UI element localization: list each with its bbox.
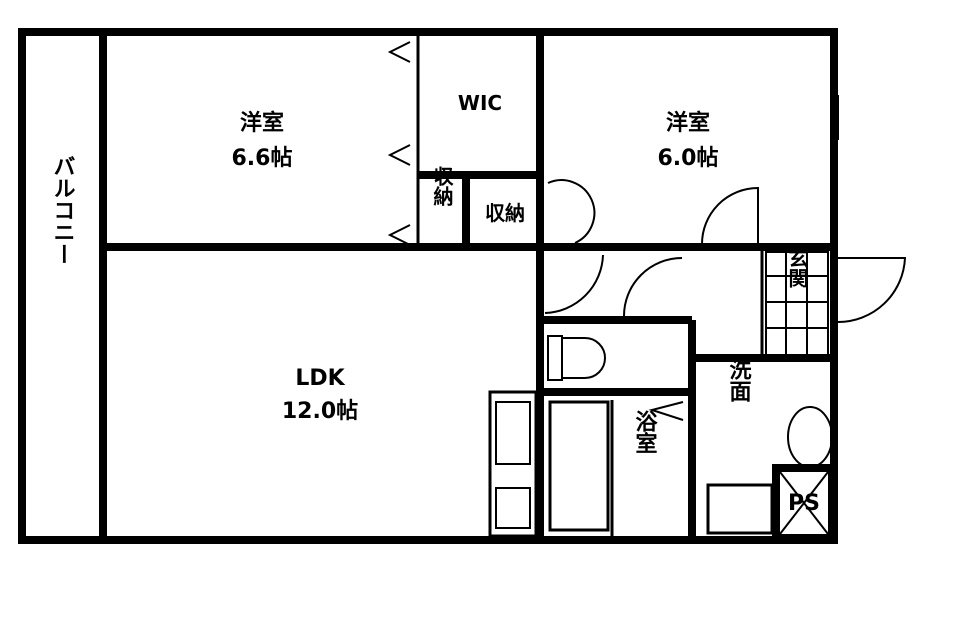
closet-door-mark	[387, 224, 411, 246]
room-name-storage-2: 収納	[485, 201, 525, 225]
room-name-bathroom: 浴室	[632, 410, 658, 454]
room-name-western-2: 洋室	[666, 110, 710, 136]
pipe-space-box	[772, 464, 836, 542]
door-swing	[544, 254, 604, 314]
room-size-ldk: 12.0帖	[282, 399, 358, 424]
room-name-entrance: 玄関	[785, 247, 809, 289]
room-name-balcony: バルコニー	[50, 155, 75, 265]
closet-door-mark	[387, 41, 411, 63]
sink	[495, 401, 531, 465]
room-size-western-1: 6.6帖	[232, 146, 293, 171]
outer-wall	[18, 28, 838, 544]
bathtub	[548, 400, 610, 532]
door-swing	[701, 186, 759, 245]
entrance-tiles	[765, 251, 829, 357]
washbasin	[787, 406, 833, 468]
room-name-wic: WIC	[458, 91, 502, 115]
door-swing	[547, 179, 596, 244]
room-name-ps: PS	[788, 491, 820, 516]
stove	[495, 487, 531, 529]
room-name-western-1: 洋室	[240, 110, 284, 136]
ps-cross	[779, 471, 829, 535]
kitchen-counter	[488, 390, 538, 538]
bath-door-mark	[648, 401, 684, 421]
room-name-ldk: LDK	[295, 366, 345, 391]
room-name-washroom: 洗面	[726, 358, 752, 403]
door-swing	[623, 257, 683, 317]
toilet-tank	[547, 335, 563, 381]
entrance-door-swing	[837, 257, 907, 324]
washing-machine	[706, 483, 774, 535]
closet-door-mark	[387, 144, 411, 166]
toilet-bowl	[562, 337, 606, 379]
room-name-storage-1: 収納	[430, 166, 454, 206]
room-size-western-2: 6.0帖	[658, 146, 719, 171]
